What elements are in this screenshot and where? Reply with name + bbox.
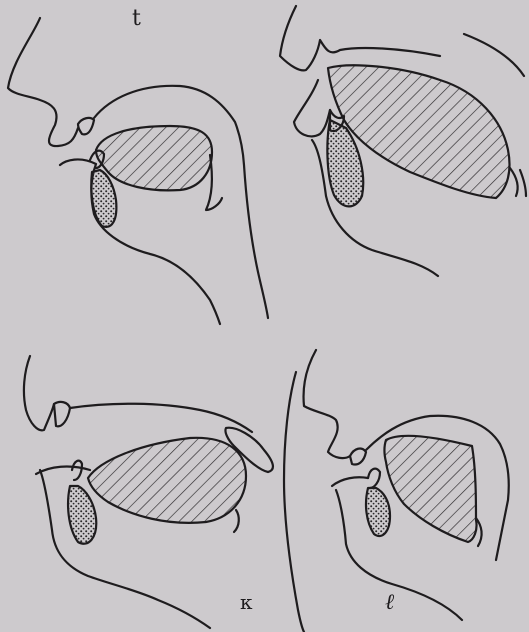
panel-2-pharynx	[510, 168, 526, 196]
panel-k-pharynx-front	[234, 510, 239, 532]
panel-k-face-profile	[24, 356, 54, 430]
panel-k-lower-lip	[68, 486, 96, 544]
panel-t-palate	[94, 86, 268, 318]
panel-l-tongue-fill	[385, 436, 477, 542]
panel-l-lower-lip	[366, 488, 390, 536]
panel-l-lower-teeth	[368, 469, 380, 488]
panel-2-nasal-curve	[464, 34, 524, 76]
panel-t-upper-teeth	[78, 118, 94, 134]
panel-t-tongue-fill	[96, 126, 212, 190]
panel-2-face-profile	[280, 6, 440, 70]
panel-k-label: к	[240, 592, 253, 612]
panel-l-face-profile	[304, 350, 351, 458]
panel-l-upper-teeth	[350, 449, 366, 465]
panel-l-label: ℓ	[385, 592, 394, 614]
panel-k-tongue-fill	[88, 438, 246, 523]
panel-k-palate	[70, 404, 252, 432]
panel-k-upper-teeth	[54, 402, 70, 426]
panel-l-back-contour	[284, 372, 304, 632]
panel-t-label: t	[132, 8, 141, 30]
panel-2-upper-lip	[294, 80, 330, 136]
panel-l-lip-outline	[332, 477, 368, 486]
panel-k-lower-teeth	[72, 461, 82, 480]
panel-t-face-profile	[8, 18, 78, 146]
